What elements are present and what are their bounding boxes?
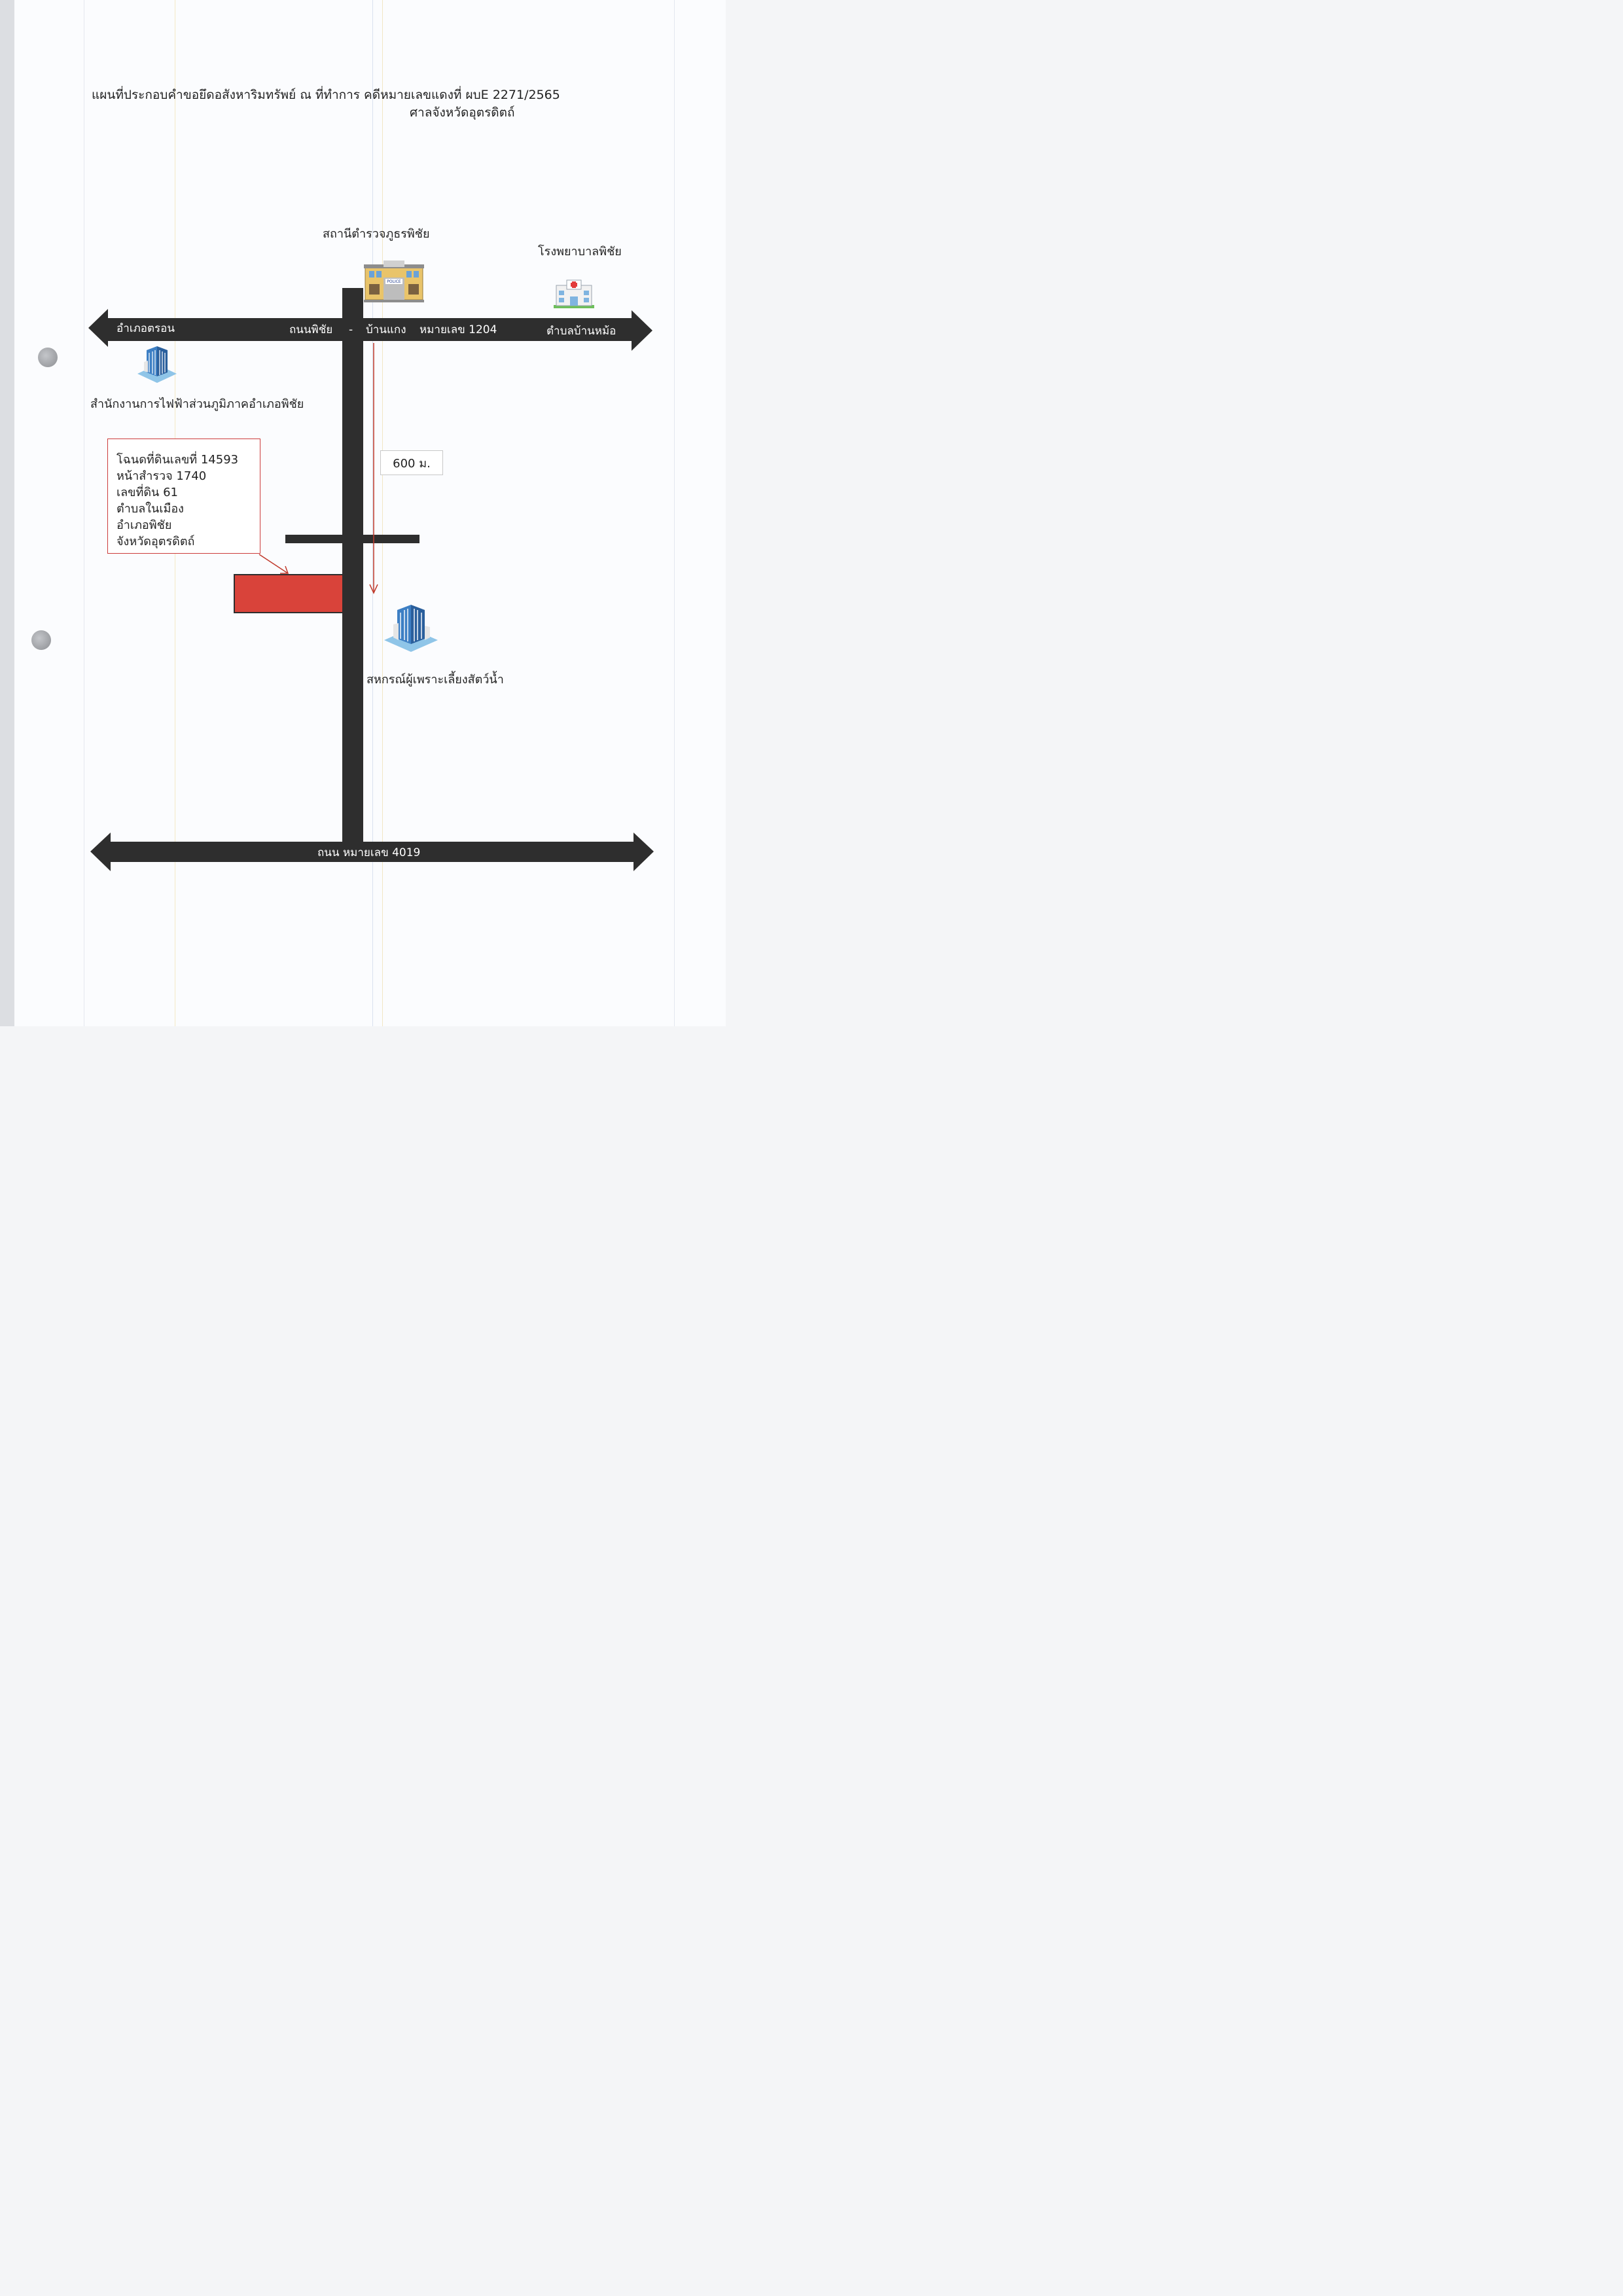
police-sign: POLICE — [387, 279, 401, 284]
hospital-label: โรงพยาบาลพิชัย — [538, 245, 622, 259]
distance-label: 600 ม. — [380, 450, 443, 475]
district: อำเภอพิชัย — [116, 518, 172, 532]
road-label-4019: ถนน หมายเลข 4019 — [317, 846, 421, 859]
subdistrict: ตำบลในเมือง — [116, 502, 184, 516]
cooperative-building-icon — [383, 602, 439, 655]
scan-guide-line — [382, 0, 383, 1026]
cooperative-label: สหกรณ์ผู้เพราะเลี้ยงสัตว์น้ำ — [366, 673, 504, 687]
punch-hole — [38, 348, 58, 367]
document-page: แผนที่ประกอบคำขอยึดอสังหาริมทรัพย์ ณ ที่… — [0, 0, 726, 1026]
road-label-route: หมายเลข 1204 — [419, 323, 497, 336]
office-building-icon — [136, 345, 178, 386]
land-number: เลขที่ดิน 61 — [116, 486, 178, 499]
distance-arrow-head — [369, 584, 378, 594]
punch-hole — [31, 630, 51, 650]
deed-number: โฉนดที่ดินเลขที่ 14593 — [116, 453, 239, 467]
road-label-west: อำเภอตรอน — [116, 322, 175, 335]
callout-pointer-line — [259, 554, 289, 574]
province: จังหวัดอุตรดิตถ์ — [116, 535, 195, 548]
scan-guide-line — [372, 0, 373, 1026]
vertical-road — [342, 288, 363, 843]
side-street — [285, 535, 419, 543]
electricity-office-label: สำนักงานการไฟฟ้าส่วนภูมิภาคอำเภอพิชัย — [90, 397, 304, 411]
court-name: ศาลจังหวัดอุตรดิตถ์ — [410, 105, 515, 120]
map-graphic — [88, 288, 654, 871]
road-label-dash: - — [349, 323, 353, 336]
road-label-name-2: บ้านแกง — [366, 323, 406, 336]
road-4019 — [90, 833, 654, 871]
land-parcel — [234, 574, 344, 613]
land-deed-callout: โฉนดที่ดินเลขที่ 14593 หน้าสำรวจ 1740 เล… — [107, 439, 260, 554]
road-label-name: ถนนพิชัย — [289, 323, 333, 336]
survey-page: หน้าสำรวจ 1740 — [116, 469, 207, 483]
road-1204 — [88, 309, 652, 351]
police-station-label: สถานีตำรวจภูธรพิชัย — [323, 227, 430, 241]
road-label-east: ตำบลบ้านหม้อ — [546, 325, 616, 338]
page-edge — [0, 0, 14, 1026]
hospital-icon — [552, 279, 596, 312]
map-title: แผนที่ประกอบคำขอยึดอสังหาริมทรัพย์ ณ ที่… — [92, 88, 560, 102]
callout-pointer-head — [280, 565, 289, 574]
scan-guide-line — [674, 0, 675, 1026]
police-station-icon: POLICE — [364, 260, 424, 308]
